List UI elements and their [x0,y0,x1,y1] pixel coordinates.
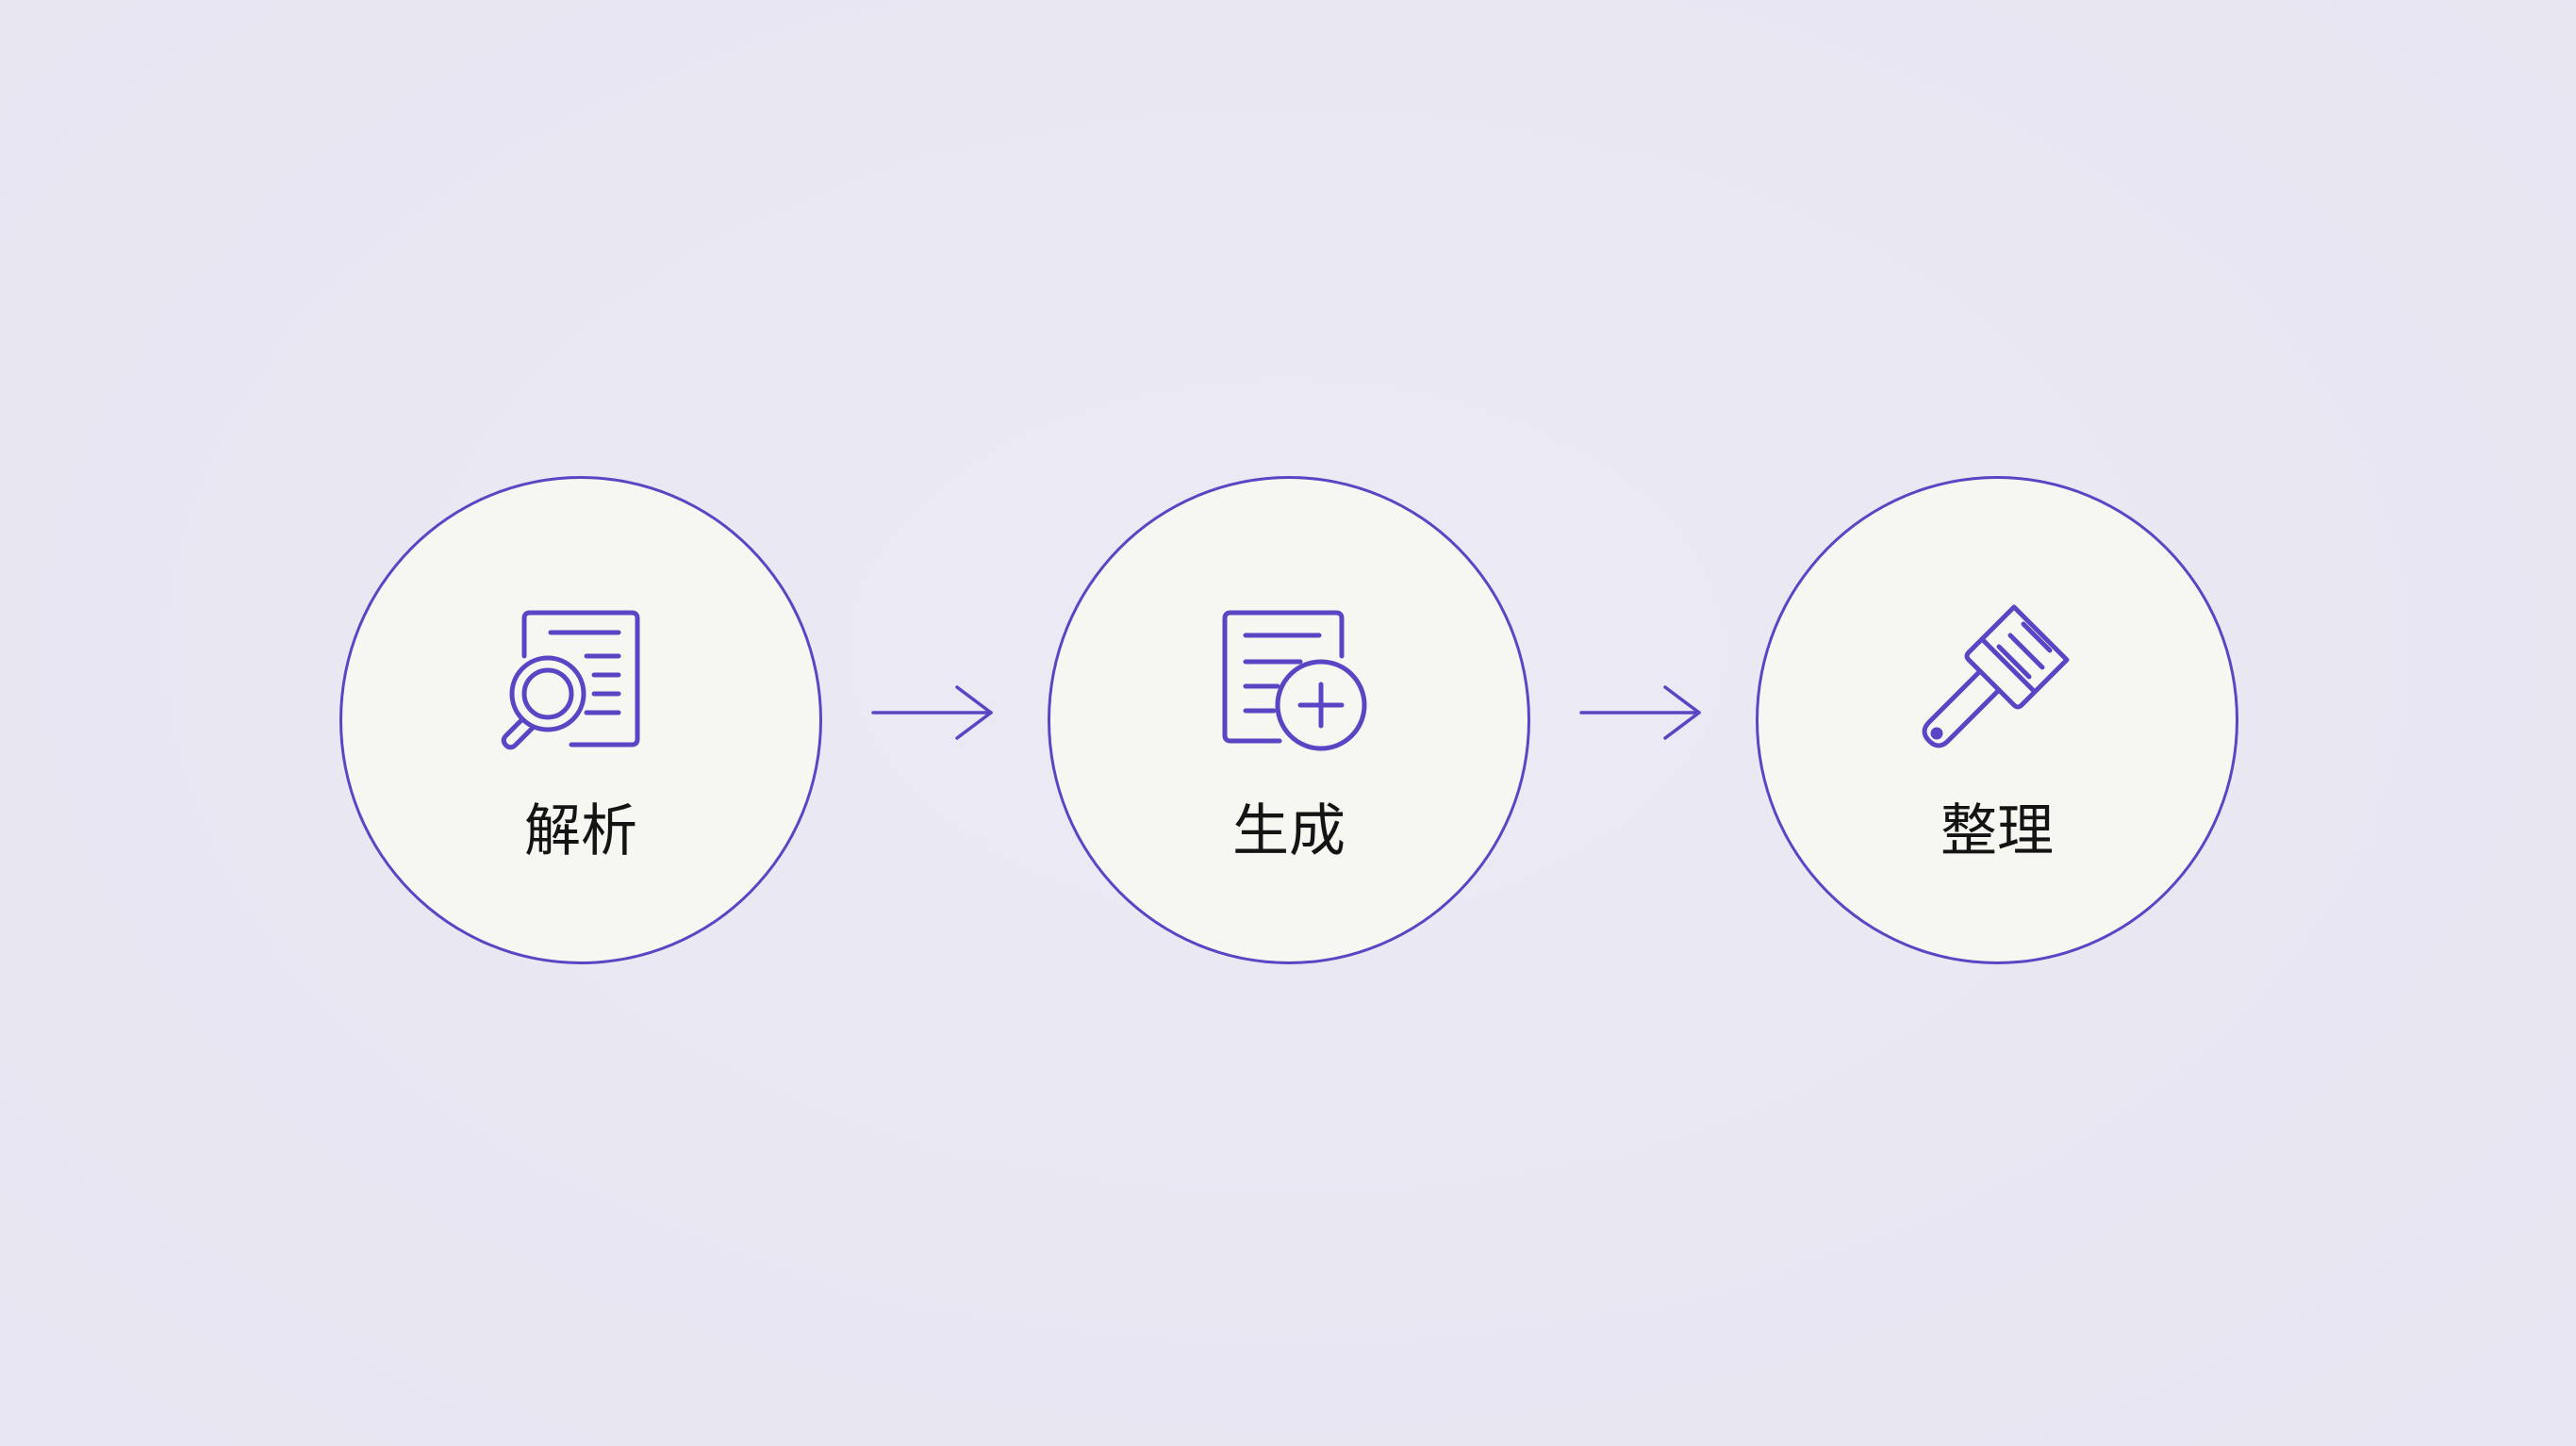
arrow-right-icon [870,684,997,741]
brush-icon [1912,600,2082,769]
document-add-icon [1204,600,1374,769]
step-node-organize: 整理 [1756,476,2238,964]
step-label: 整理 [1940,798,2054,864]
step-node-generate: 生成 [1048,476,1530,964]
step-label: 生成 [1232,798,1346,864]
step-node-parse: 解析 [339,476,822,964]
arrow-right-icon [1578,684,1705,741]
step-label: 解析 [524,798,637,864]
document-search-icon [496,600,666,769]
